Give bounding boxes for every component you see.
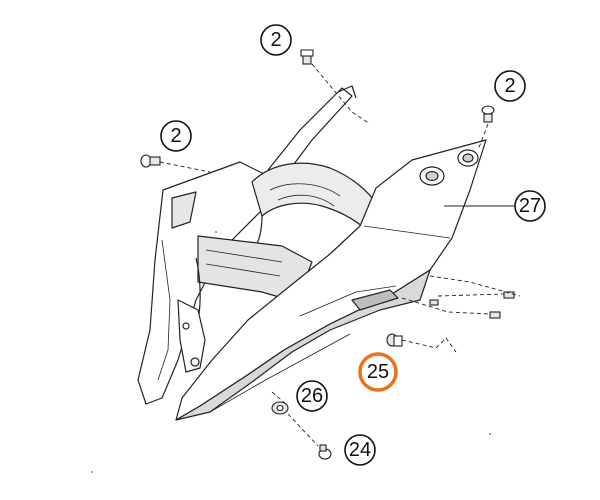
screw-top	[300, 49, 314, 65]
callout-2-right: 2	[494, 70, 526, 102]
leader-lines	[159, 63, 521, 447]
callout-label: 2	[170, 125, 181, 147]
screw-24	[318, 444, 332, 460]
right-side-panel	[175, 139, 487, 421]
callout-label: 2	[270, 29, 281, 51]
washer-26	[271, 401, 289, 415]
callout-2-top: 2	[260, 24, 292, 56]
callout-label: 26	[301, 385, 323, 407]
callout-label: 24	[349, 439, 371, 461]
callout-26: 26	[296, 380, 328, 412]
bushing-25	[386, 333, 403, 347]
callout-label: 27	[519, 195, 541, 217]
specks	[91, 231, 491, 473]
callout-25-highlighted[interactable]: 25	[358, 352, 398, 392]
callout-24: 24	[344, 434, 376, 466]
highlight-ring	[358, 352, 398, 392]
callout-27: 27	[514, 190, 546, 222]
fasteners	[140, 49, 515, 460]
callouts: 2 2 2 27 25 26 24	[160, 24, 546, 466]
side-pins	[429, 291, 515, 319]
callout-label: 2	[504, 75, 515, 97]
callout-label: 25	[367, 361, 389, 383]
callout-2-left: 2	[160, 120, 192, 152]
screw-right	[481, 105, 495, 123]
inner-frame	[177, 85, 379, 373]
screw-left	[140, 154, 161, 168]
